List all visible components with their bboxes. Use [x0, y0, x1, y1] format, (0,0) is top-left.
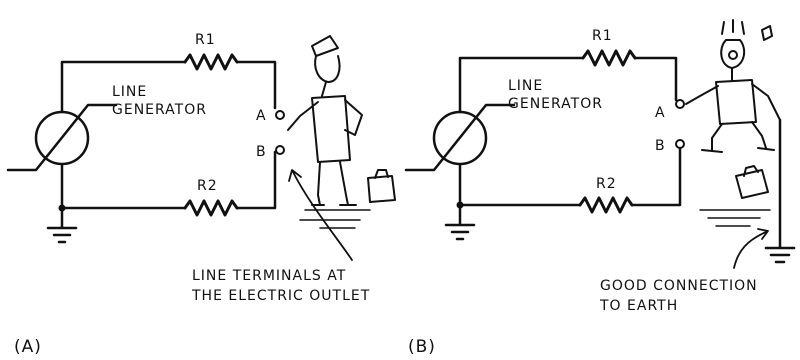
ground-icon-b	[444, 203, 476, 241]
panel-label-b: (B)	[408, 337, 436, 357]
generator-label-line2-b: GENERATOR	[508, 96, 603, 112]
earth-rod-b	[764, 118, 796, 264]
generator-symbol-a	[34, 110, 90, 166]
terminal-label-a-b: A	[655, 105, 666, 121]
r1-label-b: R1	[592, 28, 613, 44]
man-cartoon-b	[685, 19, 781, 153]
terminal-a-b	[675, 99, 685, 109]
circuit-wire-b	[458, 56, 682, 207]
callout-arrow-a	[292, 171, 353, 261]
panel-label-a: (A)	[14, 337, 42, 357]
generator-label-line2-a: GENERATOR	[112, 102, 207, 118]
callout-text-line1-a: LINE TERMINALS AT	[192, 268, 346, 284]
terminal-b-a	[275, 145, 285, 155]
callout-text-line1-b: GOOD CONNECTION	[600, 278, 758, 294]
generator-slash-b	[404, 103, 516, 172]
terminal-b-b	[675, 139, 685, 149]
callout-text-line2-b: TO EARTH	[599, 298, 678, 314]
terminal-label-a-a: A	[256, 108, 267, 124]
r1-label-a: R1	[195, 32, 216, 48]
generator-slash-a	[6, 103, 118, 172]
resistor-r2-a	[183, 199, 239, 217]
r2-label-a: R2	[197, 178, 218, 194]
man-cartoon-a	[287, 35, 363, 206]
resistor-r1-a	[183, 53, 239, 71]
terminal-a-a	[275, 110, 285, 120]
bag-icon-a	[367, 169, 396, 203]
panel-b: R1 R2 LINE GENERATOR A B GOOD CONNECTION…	[404, 19, 796, 357]
r2-label-b: R2	[596, 176, 617, 192]
generator-label-line1-b: LINE	[508, 78, 543, 94]
bag-icon-b	[735, 165, 769, 199]
generator-symbol-b	[432, 110, 488, 166]
generator-label-line1-a: LINE	[112, 84, 147, 100]
terminal-label-b-a: B	[256, 144, 267, 160]
ground-icon-a	[46, 206, 78, 244]
terminal-label-b-b: B	[655, 138, 666, 154]
callout-arrowhead-b	[757, 228, 769, 240]
callout-arrow-b	[733, 231, 767, 269]
floor-lines-b	[699, 209, 771, 227]
circuit-wire-a	[60, 60, 277, 210]
callout-arrowhead-a	[288, 169, 302, 182]
floor-lines-a	[299, 209, 371, 229]
resistor-r2-b	[578, 196, 634, 214]
panel-a: R1 R2 LINE GENERATOR A B LINE TERMINALS …	[6, 32, 396, 357]
resistor-r1-b	[581, 49, 637, 67]
callout-text-line2-a: THE ELECTRIC OUTLET	[191, 288, 370, 304]
